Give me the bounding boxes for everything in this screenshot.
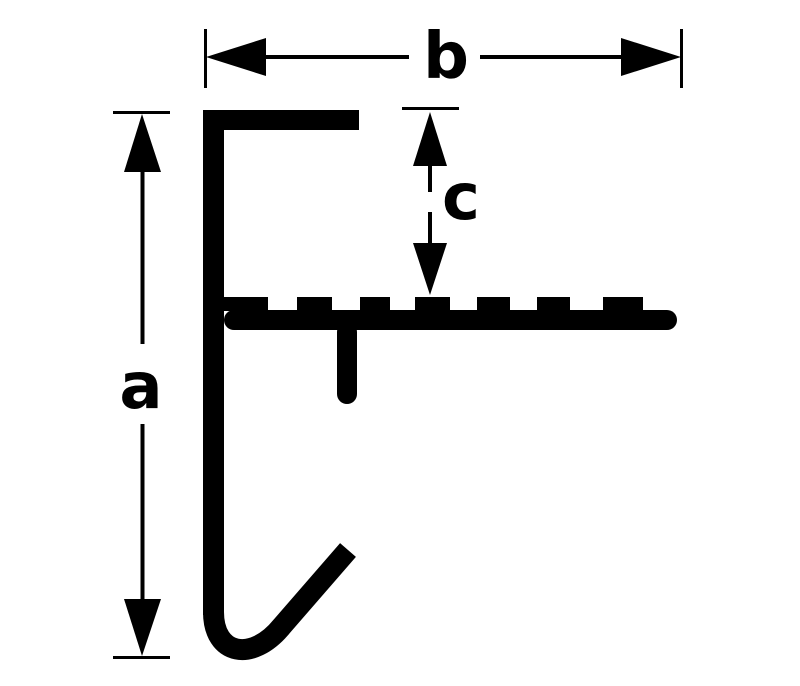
tread-rib: [297, 297, 332, 311]
dim-b-label: b: [423, 20, 469, 94]
dim-c-arrowhead-bottom: [413, 243, 447, 295]
profile-top-lip: [203, 110, 359, 130]
dim-b-arrowhead-right: [621, 38, 681, 76]
dimension-a: a: [113, 111, 170, 659]
dimension-b: b: [204, 20, 683, 94]
dim-c-arrowhead-top: [413, 112, 447, 166]
tread-rib: [603, 297, 643, 311]
dim-a-label: a: [119, 350, 162, 424]
dim-a-arrowhead-bottom: [124, 599, 161, 656]
profile-cross-section: [203, 110, 677, 661]
tread-rib: [415, 297, 450, 311]
dim-c-label: c: [442, 161, 480, 235]
tread-rib: [223, 297, 268, 311]
profile-bottom-hook: [203, 543, 356, 661]
tread-rib: [477, 297, 510, 311]
dim-a-arrowhead-top: [124, 114, 161, 172]
profile-web: [203, 110, 224, 615]
dim-b-arrowhead-left: [206, 38, 266, 76]
tread-rib: [537, 297, 570, 311]
tread-rib: [360, 297, 390, 311]
dimension-c: c: [402, 107, 480, 295]
